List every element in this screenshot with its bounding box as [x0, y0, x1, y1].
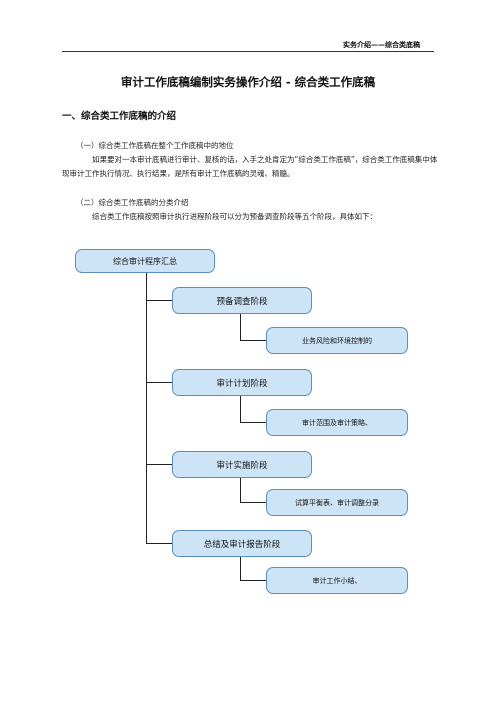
subsection-heading-1: （一）综合类工作底稿在整个工作底稿中的地位: [76, 141, 234, 150]
detail-connector-2-v: [240, 396, 241, 423]
document-title: 审计工作底稿编制实务操作介绍 - 综合类工作底稿: [120, 75, 376, 89]
root-node: 综合审计程序汇总: [75, 249, 215, 273]
section-heading: 一、综合类工作底稿的介绍: [62, 111, 177, 122]
stage-node-4: 总结及审计报告阶段: [172, 530, 312, 557]
paragraph-2: 综合类工作底稿按照审计执行进程阶段可以分为预备调查阶段等五个阶段，具体如下：: [92, 212, 377, 221]
branch-line-3: [146, 464, 173, 465]
stage-node-3: 审计实施阶段: [172, 451, 312, 478]
branch-line-1: [146, 300, 173, 301]
detail-node-2: 审计范围及审计策略、: [266, 409, 408, 436]
detail-connector-1-v: [240, 314, 241, 341]
detail-connector-4-h: [240, 580, 266, 581]
detail-connector-1-h: [240, 340, 266, 341]
detail-connector-3-h: [240, 502, 266, 503]
branch-line-2: [146, 382, 173, 383]
page-header: 实务介绍——综合类底稿: [343, 41, 420, 49]
paragraph-1: 如果要对一本审计底稿进行审计、复核的话，入手之处肯定为“综合类工作底稿”，综合类…: [62, 155, 438, 178]
detail-node-4: 审计工作小结、: [266, 567, 408, 594]
subsection-heading-2: （二）综合类工作底稿的分类介绍: [76, 198, 189, 207]
detail-connector-2-h: [240, 422, 266, 423]
detail-node-1: 业务风险和环境控制的: [266, 327, 408, 354]
detail-connector-4-v: [240, 557, 241, 580]
detail-node-3: 试算平衡表、审计调整分录: [266, 489, 408, 516]
stage-node-1: 预备调查阶段: [172, 287, 312, 314]
trunk-line: [146, 270, 147, 544]
stage-node-2: 审计计划阶段: [172, 369, 312, 396]
header-rule: [62, 51, 434, 52]
detail-connector-3-v: [240, 478, 241, 503]
branch-line-4: [146, 543, 173, 544]
